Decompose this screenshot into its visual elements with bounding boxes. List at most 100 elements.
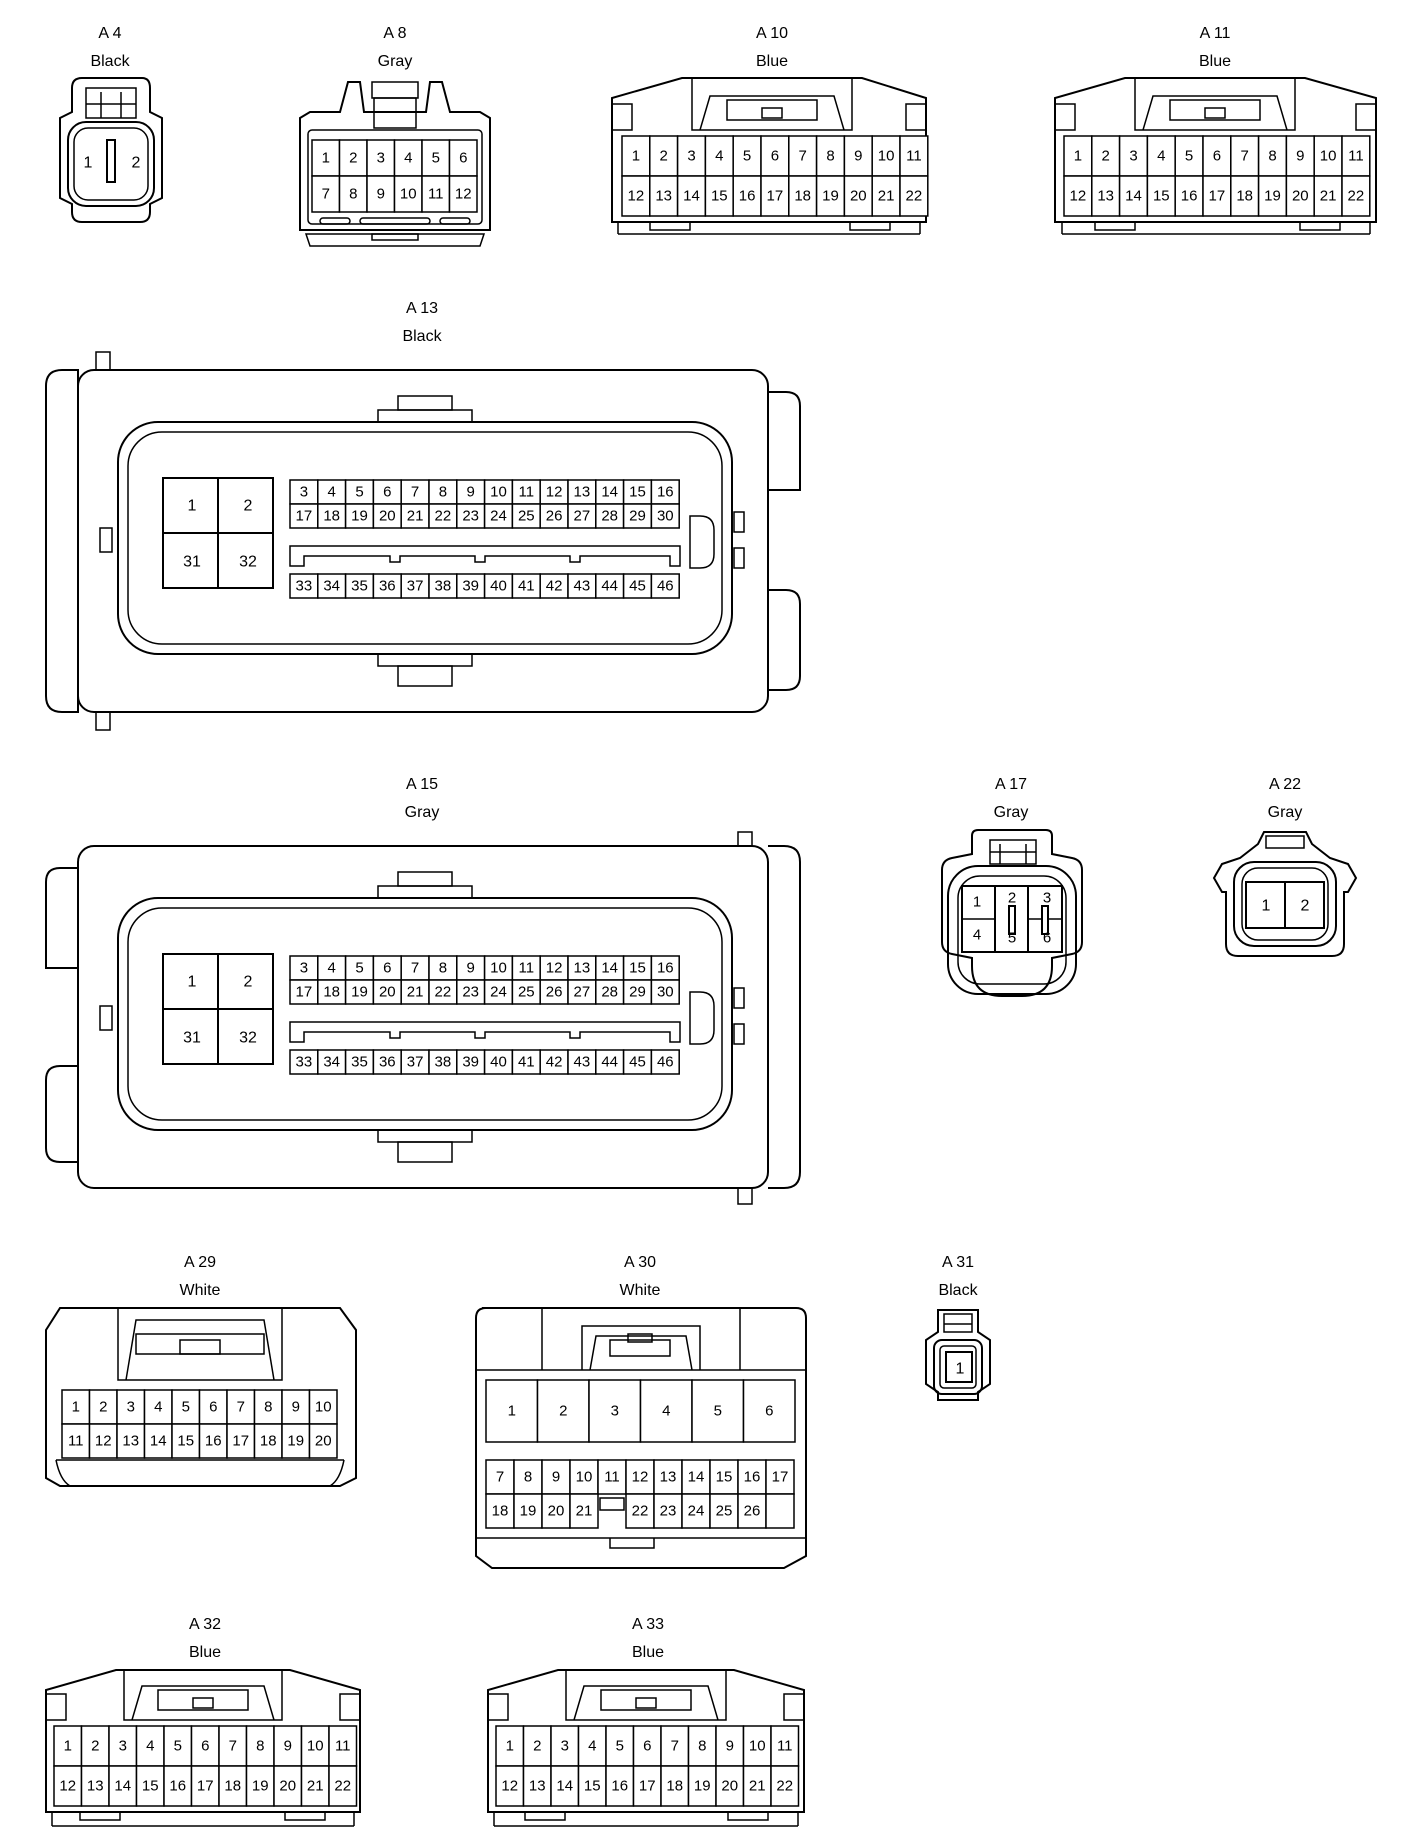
pin: 18 [323,508,340,525]
pin: 10 [307,1738,324,1755]
pin: 14 [683,188,700,205]
pin: 30 [657,508,674,525]
pin: 4 [715,148,723,165]
pin-cell [550,1765,580,1807]
pin-cell [218,1765,248,1807]
pin: 6 [209,1399,217,1416]
pin: 43 [574,578,591,595]
pin: 13 [1097,188,1114,205]
pin: 9 [377,186,385,203]
pin: 32 [239,1030,257,1047]
connector-a29-id: A 29 [184,1254,216,1271]
pin: 18 [492,1503,509,1520]
pin-cell [709,1493,739,1529]
pin: 22 [1348,188,1365,205]
pin: 5 [714,1403,722,1420]
pin: 13 [529,1778,546,1795]
pin-cell [135,1765,165,1807]
pin-cell [300,1765,330,1807]
pin: 15 [629,960,646,977]
pin-cell [1257,175,1288,217]
pin: 11 [1348,148,1364,165]
connector-a13-id: A 13 [406,300,438,317]
pin-cell [338,139,368,177]
pin: 11 [335,1738,351,1755]
pin: 10 [878,148,895,165]
pin: 23 [462,508,479,525]
pin: 16 [611,1778,628,1795]
pin: 45 [629,578,646,595]
pin: 1 [973,894,981,911]
pin: 25 [518,984,535,1001]
pin-cell [308,1423,338,1459]
pin-cell [625,1493,655,1529]
pin: 17 [296,508,313,525]
pin: 24 [490,984,507,1001]
pin-cell [400,573,430,599]
connector-a22: A 22 Gray 1 2 [1212,776,1358,957]
pin: 31 [183,1030,201,1047]
pin: 6 [1213,148,1221,165]
pin-cell [171,1389,201,1425]
connector-a4: A 4 Black 1 2 [59,25,163,223]
pin-cell [511,1049,541,1075]
pin: 27 [574,508,591,525]
pin: 4 [328,484,336,501]
pin: 11 [68,1433,84,1450]
pin: 20 [850,188,867,205]
pin: 19 [351,508,368,525]
pin: 43 [574,1054,591,1071]
pin-cell [308,1389,338,1425]
pin-cell [88,1389,118,1425]
pin: 7 [411,960,419,977]
pin: 3 [611,1403,619,1420]
pin-cell [595,955,625,981]
pin-cell [567,1049,597,1075]
pin: 21 [1320,188,1337,205]
pin: 9 [854,148,862,165]
pin: 2 [244,498,253,515]
pin: 12 [59,1778,76,1795]
pin: 3 [1043,890,1051,907]
pin: 28 [601,508,618,525]
pin: 20 [721,1778,738,1795]
pin: 15 [711,188,728,205]
pin-cell [539,1049,569,1075]
pin: 12 [501,1778,518,1795]
pin: 4 [146,1738,154,1755]
pin: 1 [72,1399,80,1416]
pin-cell [1063,175,1093,217]
pin: 11 [777,1738,793,1755]
pin-cell [495,1725,525,1767]
pin-cell [622,479,653,505]
pin: 19 [252,1778,269,1795]
pin: 22 [334,1778,351,1795]
pin: 46 [657,578,674,595]
pin-cell [448,175,478,213]
pin-cell [456,979,486,1005]
connector-a15-id: A 15 [406,776,438,793]
pin-cell [317,503,347,529]
pin: 11 [428,186,444,203]
pin-cell [567,503,597,529]
pin: 29 [629,984,646,1001]
connector-a10-id: A 10 [756,25,788,42]
pin: 3 [377,150,385,167]
pin: 18 [666,1778,683,1795]
pin-cell [622,573,653,599]
pin: 1 [1262,898,1271,915]
pin-cell [681,1459,711,1495]
pin-cell [218,1725,248,1767]
connector-a10-color: Blue [756,53,788,70]
pin: 11 [604,1469,620,1486]
pin: 5 [432,150,440,167]
pin-cell [765,1459,795,1495]
connector-a13-color: Black [402,328,442,345]
connector-a11-id: A 11 [1200,25,1231,42]
pin: 4 [1157,148,1165,165]
